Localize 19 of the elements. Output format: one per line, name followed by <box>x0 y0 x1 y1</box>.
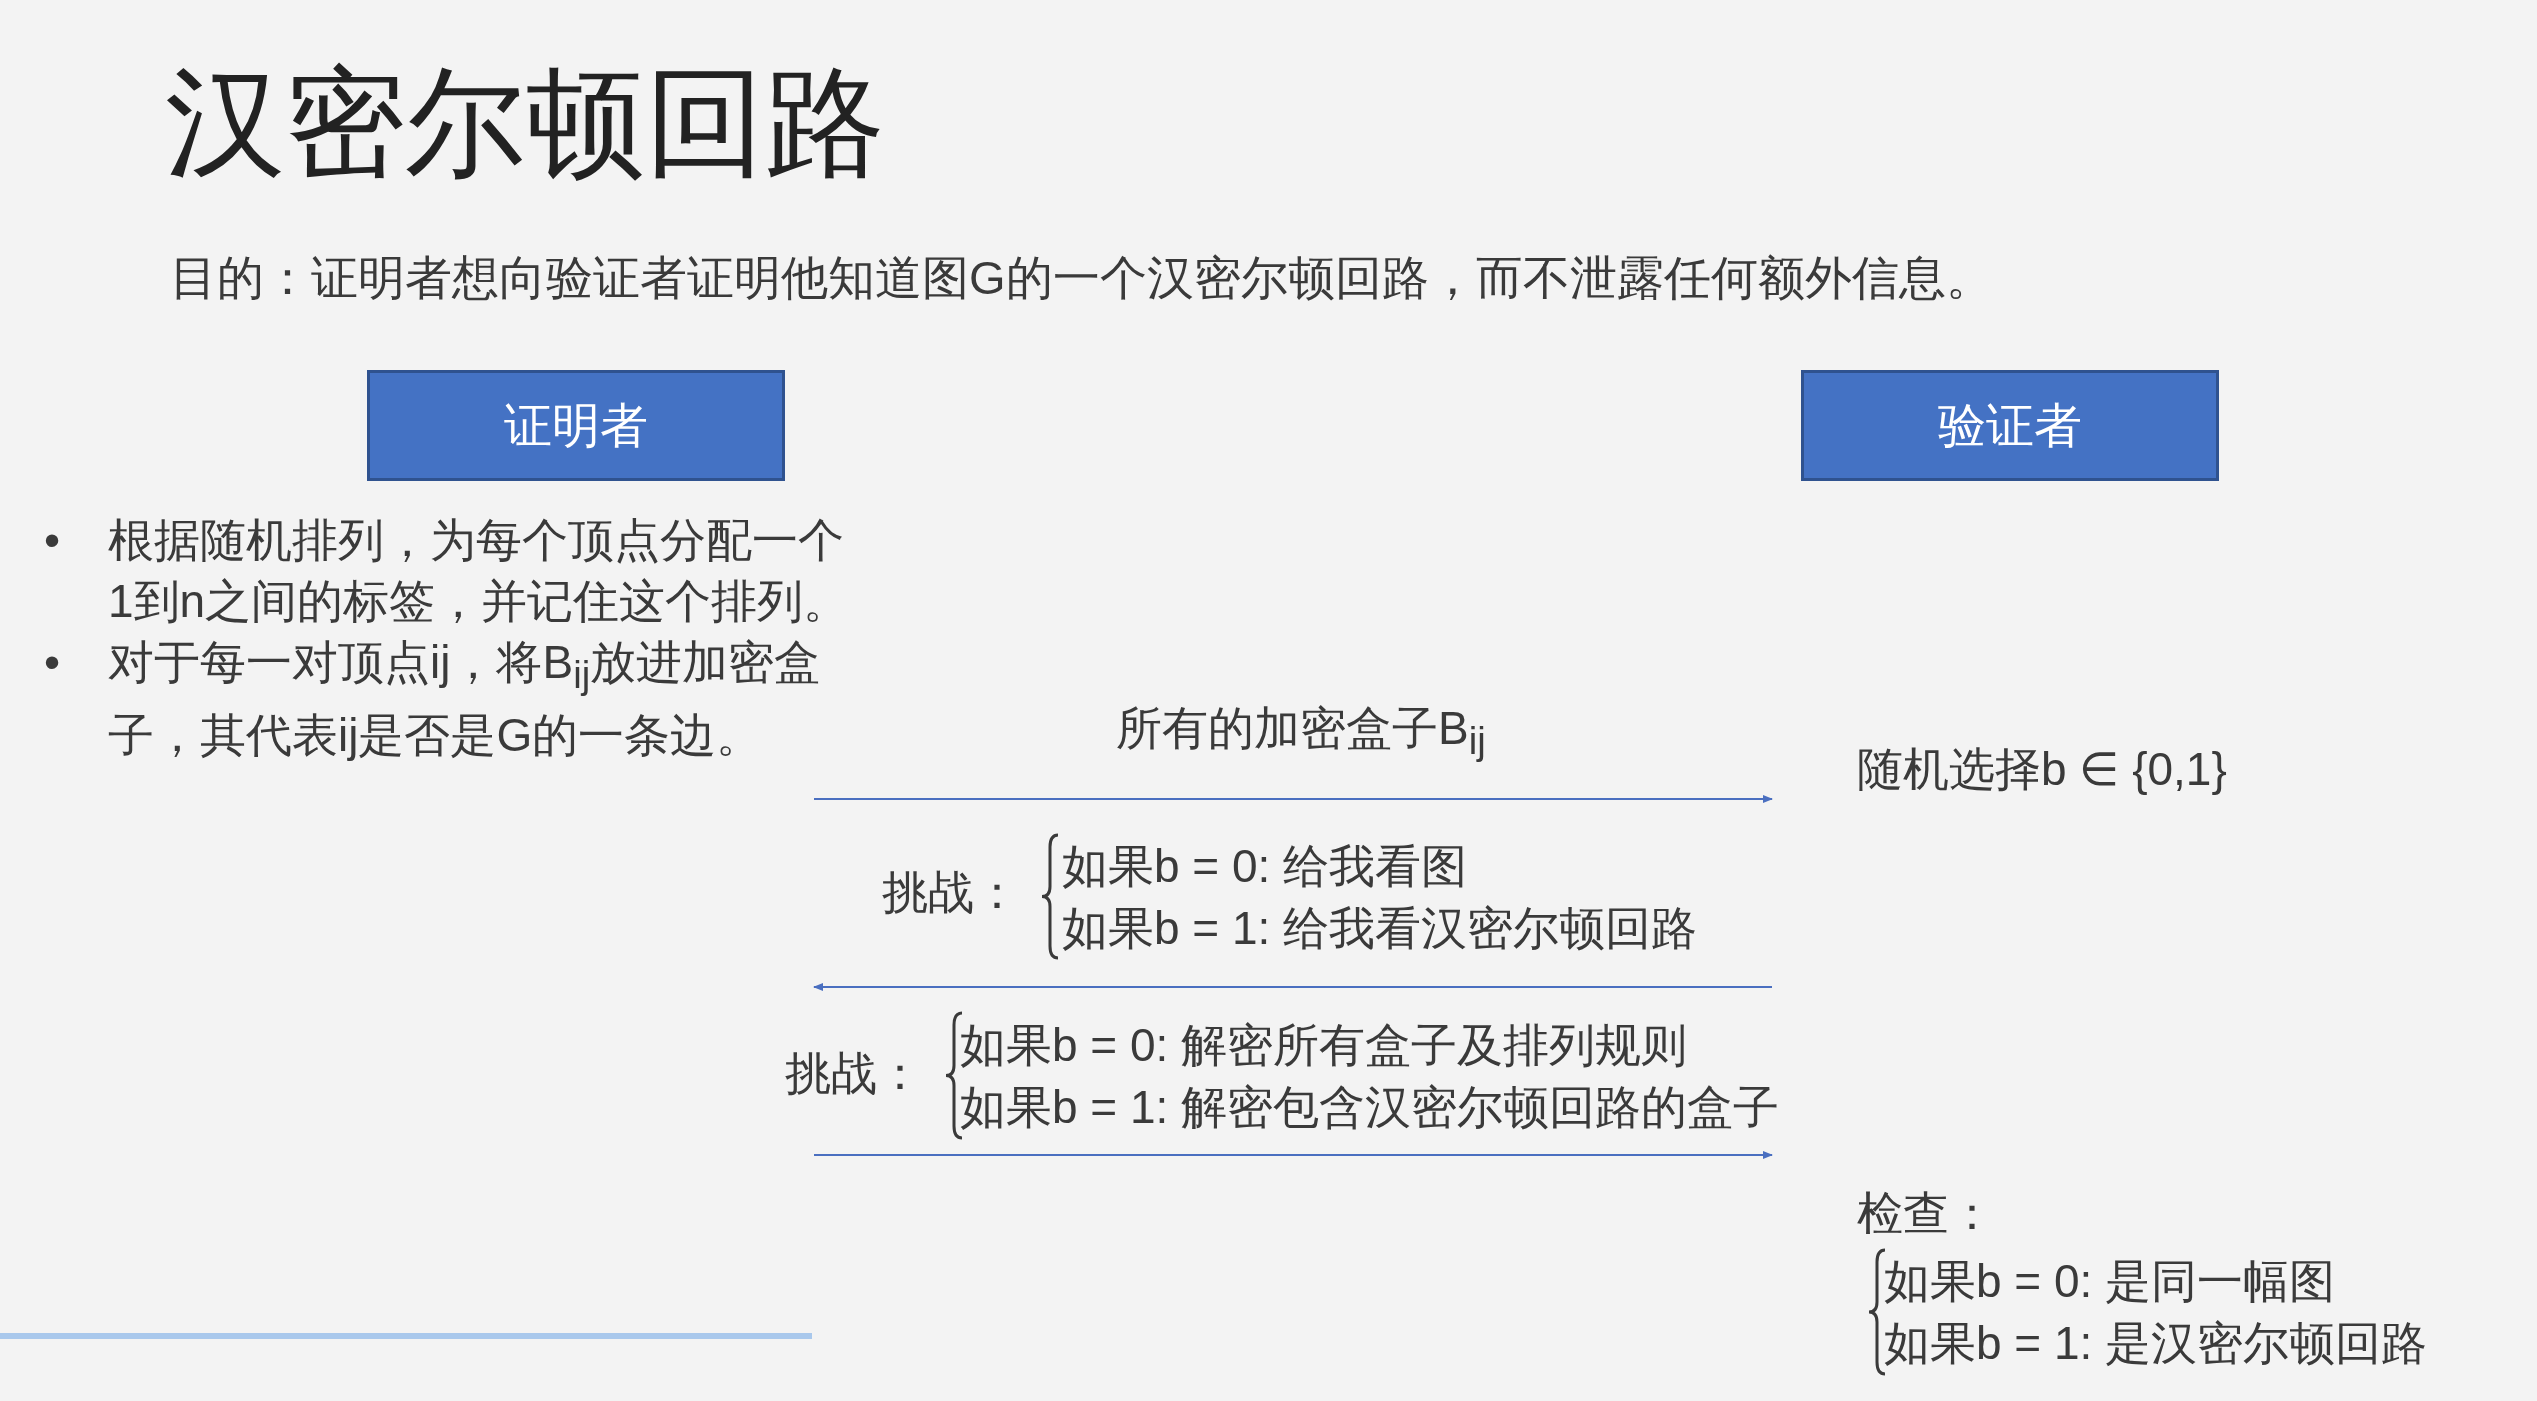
condition-text: 如果b = 0: 解密所有盒子及排列规则 <box>960 1018 1688 1073</box>
bullet-text: 对于每一对顶点ij，将B$_{ij}$放进加密盒子，其代表ij是否是G的一条边。 <box>108 635 822 764</box>
subtitle: 目的：证明者想向验证者证明他知道图G的一个汉密尔顿回路，而不泄露任何额外信息。 <box>170 250 1993 306</box>
actor-box: 验证者 <box>1801 370 2219 481</box>
bullet-mark: • <box>44 635 61 690</box>
step-text: 检查： <box>1857 1186 1995 1241</box>
bullet-text: 根据随机排列，为每个顶点分配一个1到n之间的标签，并记住这个排列。 <box>108 513 851 629</box>
condition-text: 如果b = 1: 解密包含汉密尔顿回路的盒子 <box>960 1080 1780 1135</box>
message-label: 所有的加密盒子B$_{ij}$ <box>1116 701 1486 765</box>
challenge-label: 挑战： <box>785 1046 923 1101</box>
challenge-label: 挑战： <box>882 865 1020 920</box>
actor-box: 证明者 <box>367 370 785 481</box>
bullet-mark: • <box>44 513 61 568</box>
condition-text: 如果b = 1: 是汉密尔顿回路 <box>1884 1316 2428 1371</box>
step-text: 随机选择b ∈ {0,1} <box>1857 742 2227 797</box>
title: 汉密尔顿回路 <box>165 54 885 191</box>
condition-text: 如果b = 0: 给我看图 <box>1062 839 1468 894</box>
condition-text: 如果b = 0: 是同一幅图 <box>1884 1254 2336 1309</box>
condition-text: 如果b = 1: 给我看汉密尔顿回路 <box>1062 901 1698 956</box>
